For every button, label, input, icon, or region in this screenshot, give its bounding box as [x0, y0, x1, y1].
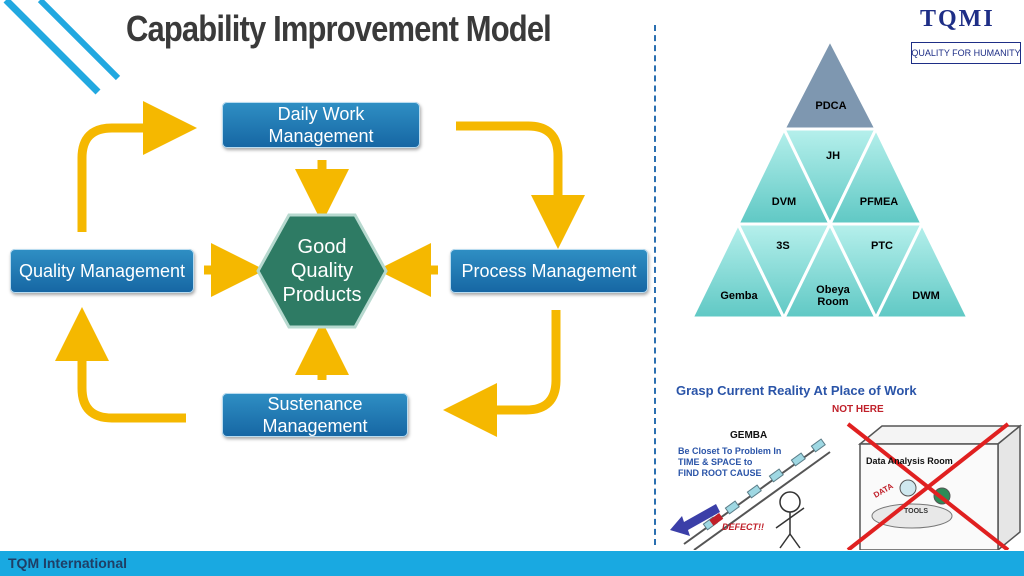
footer-brand: TQM International: [8, 555, 127, 571]
pyramid-label-3s: 3S: [776, 240, 790, 252]
arrow-bottom-to-left: [55, 307, 186, 423]
page-title: Capability Improvement Model: [126, 8, 552, 49]
gemba-advice-line-2: TIME & SPACE to: [678, 457, 753, 467]
section-divider: [654, 25, 656, 545]
pyramid-label-obeya: Obeya Room: [816, 284, 850, 308]
gemba-illustration: [670, 422, 1023, 550]
sustenance-management-box: Sustenance Management: [222, 393, 408, 437]
not-here-label: NOT HERE: [832, 404, 884, 415]
gemba-advice-line-3: FIND ROOT CAUSE: [678, 468, 762, 478]
daily-work-management-box: Daily Work Management: [222, 102, 420, 148]
logo-tagline: QUALITY FOR HUMANITY: [911, 42, 1021, 64]
gemba-advice-line-1: Be Closet To Problem In: [678, 446, 782, 456]
gemba-heading: Grasp Current Reality At Place of Work: [676, 383, 917, 398]
quality-management-box: Quality Management: [10, 249, 194, 293]
gemba-advice: Be Closet To Problem In TIME & SPACE to …: [678, 446, 781, 479]
good-quality-hexagon: [256, 213, 388, 329]
pyramid-label-pdca: PDCA: [815, 100, 847, 112]
pyramid-segment-dwm: [873, 220, 971, 320]
good-quality-products-label: Good Quality Products: [282, 236, 362, 306]
corner-stripes: [3, 0, 121, 95]
cycle-arrows: [55, 101, 585, 437]
tqmi-logo: TQMI: [920, 6, 995, 32]
pyramid-label-ptc: PTC: [871, 240, 893, 252]
arrow-right-to-bottom: [443, 310, 561, 437]
arrow-top-to-right: [456, 121, 585, 249]
pyramid-label-dwm: DWM: [912, 290, 940, 302]
footer-bar: [0, 551, 1024, 576]
arrow-left-to-top: [77, 101, 197, 232]
process-management-box: Process Management: [450, 249, 648, 293]
data-analysis-room-label: Data Analysis Room: [866, 456, 953, 466]
tools-pyramid: [690, 38, 971, 322]
defect-label: DEFECT!!: [722, 522, 764, 532]
pyramid-label-pfmea: PFMEA: [859, 196, 899, 208]
tools-label: TOOLS: [904, 508, 928, 515]
pyramid-label-jh: JH: [825, 150, 841, 162]
gemba-label: GEMBA: [730, 430, 768, 441]
pyramid-label-dvm: DVM: [771, 196, 797, 208]
pyramid-label-gemba: Gemba: [720, 290, 758, 302]
pyramid-segment-pdca: [781, 38, 879, 131]
